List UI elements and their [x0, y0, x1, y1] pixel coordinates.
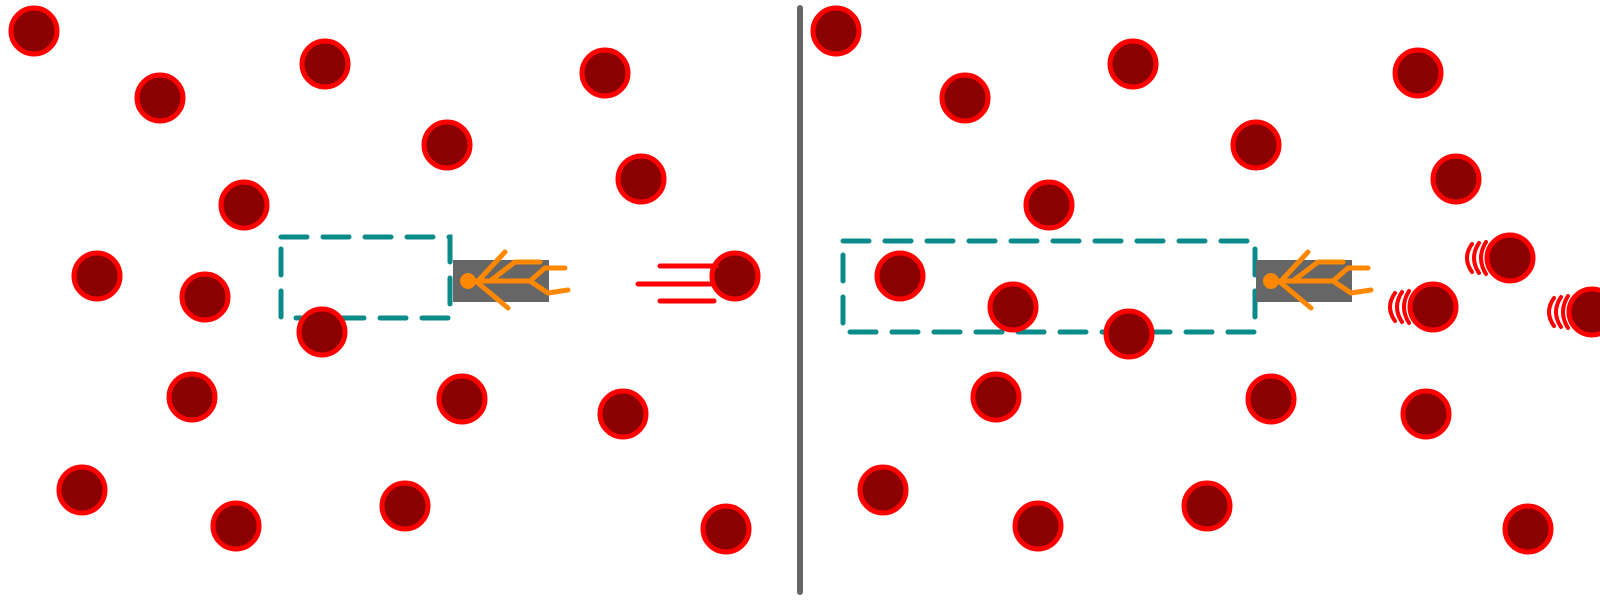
dashed-region-outline: [278, 234, 453, 321]
red-particle: [436, 373, 488, 425]
red-particle: [709, 250, 761, 302]
red-particle: [987, 281, 1039, 333]
red-particle: [874, 250, 926, 302]
right-panel: [810, 5, 1600, 555]
red-particle: [1230, 119, 1282, 171]
vibration-icon: [1465, 240, 1488, 276]
red-particle: [857, 464, 909, 516]
vibration-icon: [1547, 294, 1570, 330]
red-particle: [939, 72, 991, 124]
red-particle: [210, 500, 262, 552]
running-person-icon: [460, 249, 571, 311]
dashed-region-outline: [840, 238, 1258, 335]
speed-lines-icon: [635, 263, 719, 304]
red-particle: [597, 388, 649, 440]
red-particle: [218, 179, 270, 231]
red-particle: [1392, 47, 1444, 99]
red-particle: [970, 371, 1022, 423]
red-particle: [1181, 480, 1233, 532]
red-particle: [179, 271, 231, 323]
red-particle: [56, 464, 108, 516]
red-particle: [700, 503, 752, 555]
red-particle: [71, 250, 123, 302]
red-particle: [1430, 153, 1482, 205]
red-particle: [134, 72, 186, 124]
red-particle: [1107, 38, 1159, 90]
red-particle: [615, 153, 667, 205]
red-particle: [1400, 388, 1452, 440]
left-panel: [8, 5, 761, 555]
red-particle: [1103, 308, 1155, 360]
red-particle: [1502, 503, 1554, 555]
red-particle: [1012, 500, 1064, 552]
red-particle: [1245, 373, 1297, 425]
red-particle: [8, 5, 60, 57]
vibration-icon: [1388, 289, 1411, 325]
red-particle: [1407, 281, 1459, 333]
red-particle: [579, 47, 631, 99]
red-particle: [379, 480, 431, 532]
running-person-icon: [1263, 249, 1374, 311]
red-particle: [421, 119, 473, 171]
red-particle: [299, 38, 351, 90]
red-particle: [810, 5, 862, 57]
red-particle: [1566, 286, 1600, 338]
red-particle: [1023, 179, 1075, 231]
red-particle: [1484, 232, 1536, 284]
red-particle: [166, 371, 218, 423]
red-particle: [296, 306, 348, 358]
